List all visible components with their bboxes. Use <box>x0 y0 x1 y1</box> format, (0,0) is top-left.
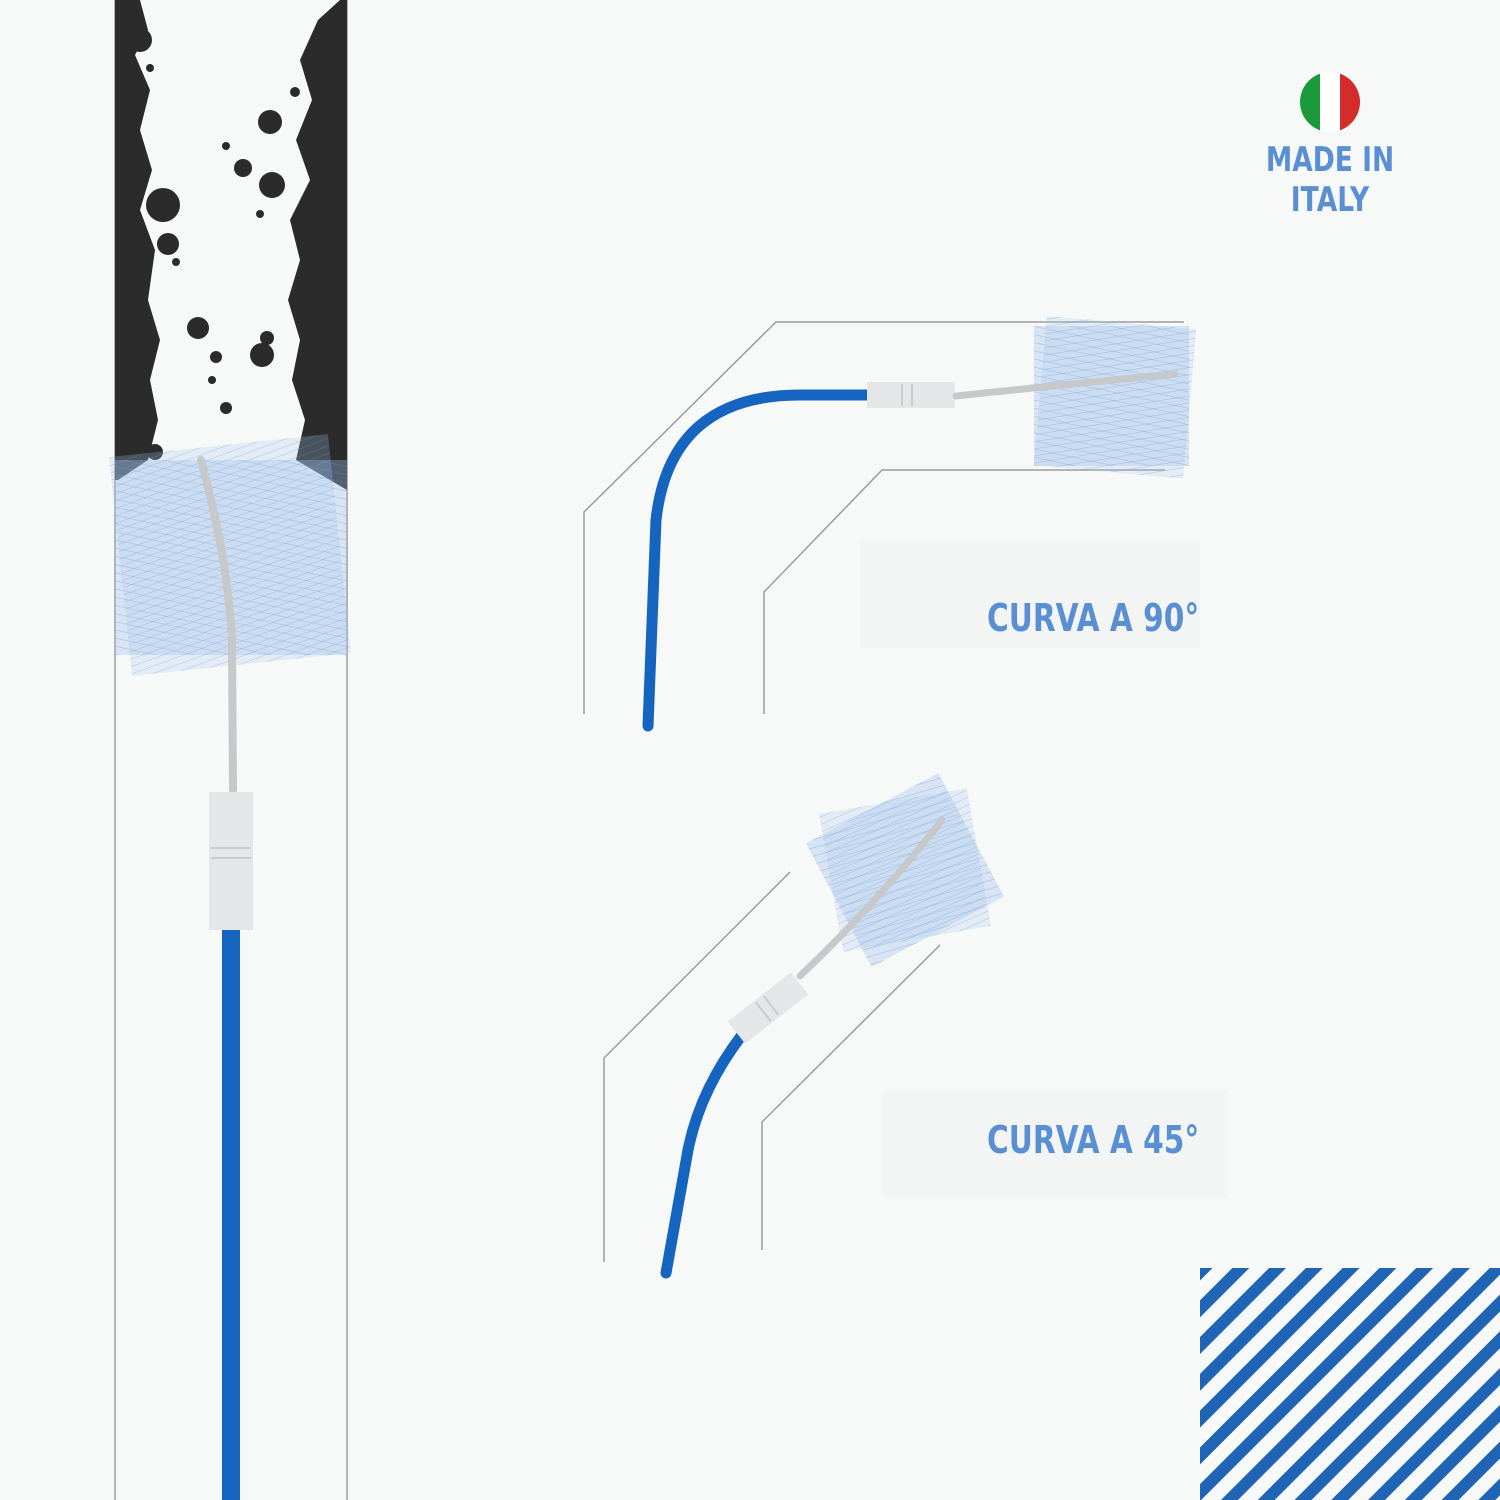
striped-decoration <box>1200 1268 1500 1500</box>
curve-45-label: CURVA A 45° <box>987 1118 1200 1162</box>
elbow-90-diagram <box>583 316 1197 732</box>
flag-stripe-white <box>1320 72 1340 132</box>
curve-45-label-box <box>882 1090 1227 1198</box>
curve-90-label: CURVA A 90° <box>987 596 1200 640</box>
flag-stripe-green <box>1300 72 1320 132</box>
curve-90-label-box <box>860 540 1200 648</box>
italy-flag-icon <box>1300 72 1360 132</box>
elbow-45-diagram <box>603 772 1005 1279</box>
flag-stripe-red <box>1340 72 1360 132</box>
made-in-italy-text: MADE IN ITALY <box>1265 140 1395 220</box>
made-in-italy-badge: MADE IN ITALY <box>1220 70 1440 220</box>
vertical-pipe <box>109 0 351 1500</box>
